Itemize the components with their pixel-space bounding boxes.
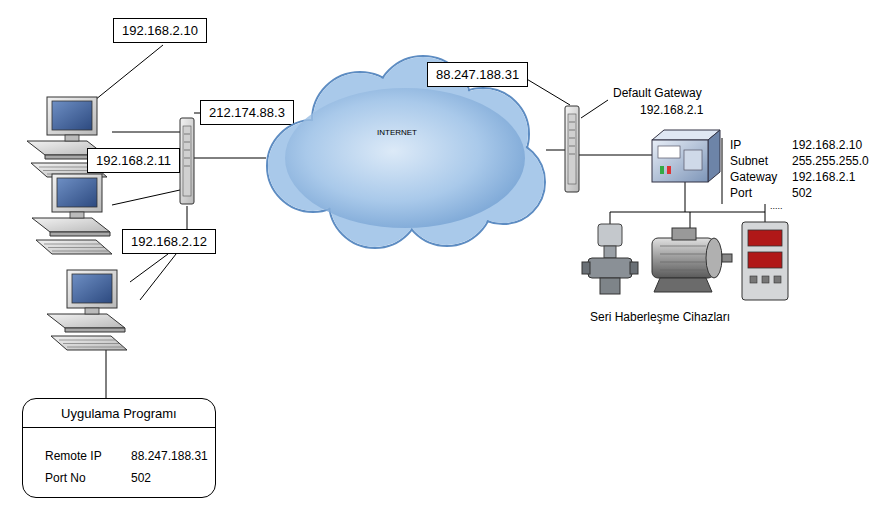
field-name: Remote IP — [45, 449, 102, 463]
motor-device — [652, 228, 732, 292]
gateway-caption: Default Gateway — [613, 86, 702, 100]
gateway-device-part — [660, 166, 664, 174]
setting-name: IP — [730, 138, 741, 152]
serial-bus — [765, 204, 766, 222]
gateway-address: 192.168.2.1 — [640, 103, 703, 117]
field-value: 502 — [131, 471, 151, 485]
ip-address: 192.168.2.12 — [131, 234, 207, 249]
motor-device-part — [654, 278, 712, 292]
setting-name: Subnet — [730, 154, 768, 168]
motor-device-part — [660, 246, 706, 247]
ip-address: 212.174.88.3 — [209, 105, 285, 120]
router — [565, 106, 579, 192]
gateway-device-part — [652, 140, 708, 182]
ip-address-box: 192.168.2.11 — [87, 148, 180, 173]
cloud-shape-part — [268, 57, 544, 247]
setting-value: 192.168.2.10 — [792, 138, 862, 152]
setting-value: 502 — [792, 186, 812, 200]
motor-device-part — [706, 238, 722, 278]
computer — [47, 270, 127, 350]
ip-address-box: 192.168.2.10 — [113, 18, 207, 43]
motor-device-part — [660, 270, 706, 271]
meter-device-part — [748, 252, 782, 268]
valve-device-part — [588, 258, 632, 278]
leader-line — [581, 100, 608, 118]
setting-value: 255.255.255.0 — [792, 154, 869, 168]
wan-line — [194, 158, 266, 159]
valve-device — [582, 224, 638, 294]
setting-name: Port — [730, 186, 752, 200]
ip-address: 88.247.188.31 — [436, 67, 519, 82]
ip-address-box: 88.247.188.31 — [427, 62, 528, 87]
gateway-device-part — [684, 150, 702, 170]
valve-device-part — [598, 224, 622, 246]
meter-device-part — [742, 222, 788, 300]
network-cable — [112, 190, 180, 205]
gateway-device-part — [708, 130, 720, 182]
program-title: Uygulama Programı — [23, 399, 215, 428]
gateway-device — [652, 130, 720, 182]
serial-bus — [690, 212, 691, 228]
application-box: Uygulama ProgramıRemote IP 88.247.188.31P… — [22, 398, 216, 498]
meter-device-part — [750, 276, 757, 283]
meter-device-part — [748, 230, 782, 246]
connection-line — [106, 350, 107, 398]
bracket-line — [722, 138, 723, 204]
setting-value: 192.168.2.1 — [792, 170, 855, 184]
motor-device-part — [722, 254, 732, 262]
gateway-device-part — [658, 146, 680, 158]
continuation-dots: ..... — [770, 201, 783, 211]
field-value: 88.247.188.31 — [131, 449, 208, 463]
ip-address: 192.168.2.11 — [96, 153, 171, 168]
meter-device — [742, 222, 788, 300]
wan-line — [546, 150, 565, 151]
ip-address-box: 192.168.2.12 — [122, 229, 216, 254]
valve-device-part — [630, 262, 638, 274]
ip-address-box: 212.174.88.3 — [200, 100, 294, 125]
leader-line — [95, 45, 163, 100]
serial-bus — [610, 212, 765, 213]
cloud-shape-part — [267, 56, 545, 248]
motor-device-part — [652, 238, 714, 278]
gateway-device-part — [667, 166, 671, 174]
motor-device-part — [660, 262, 706, 263]
motor-device-part — [672, 228, 696, 240]
router — [180, 118, 194, 204]
meter-device-part — [762, 276, 769, 283]
cloud-label: INTERNET — [377, 128, 417, 137]
meter-device-part — [774, 276, 781, 283]
cloud-highlight — [285, 88, 525, 228]
device-group-caption: Seri Haberleşme Cihazları — [590, 310, 730, 324]
network-cable — [112, 132, 180, 133]
serial-bus — [685, 182, 686, 212]
field-name: Port No — [45, 471, 86, 485]
lan-line — [579, 155, 652, 156]
motor-device-part — [660, 254, 706, 255]
setting-name: Gateway — [730, 170, 777, 184]
network-wires — [95, 45, 765, 398]
leader-line — [130, 254, 168, 282]
valve-device-part — [582, 262, 590, 274]
serial-bus — [610, 212, 611, 224]
valve-device-part — [604, 246, 616, 258]
valve-device-part — [600, 278, 620, 294]
computer — [32, 174, 112, 254]
ip-address: 192.168.2.10 — [122, 23, 198, 38]
